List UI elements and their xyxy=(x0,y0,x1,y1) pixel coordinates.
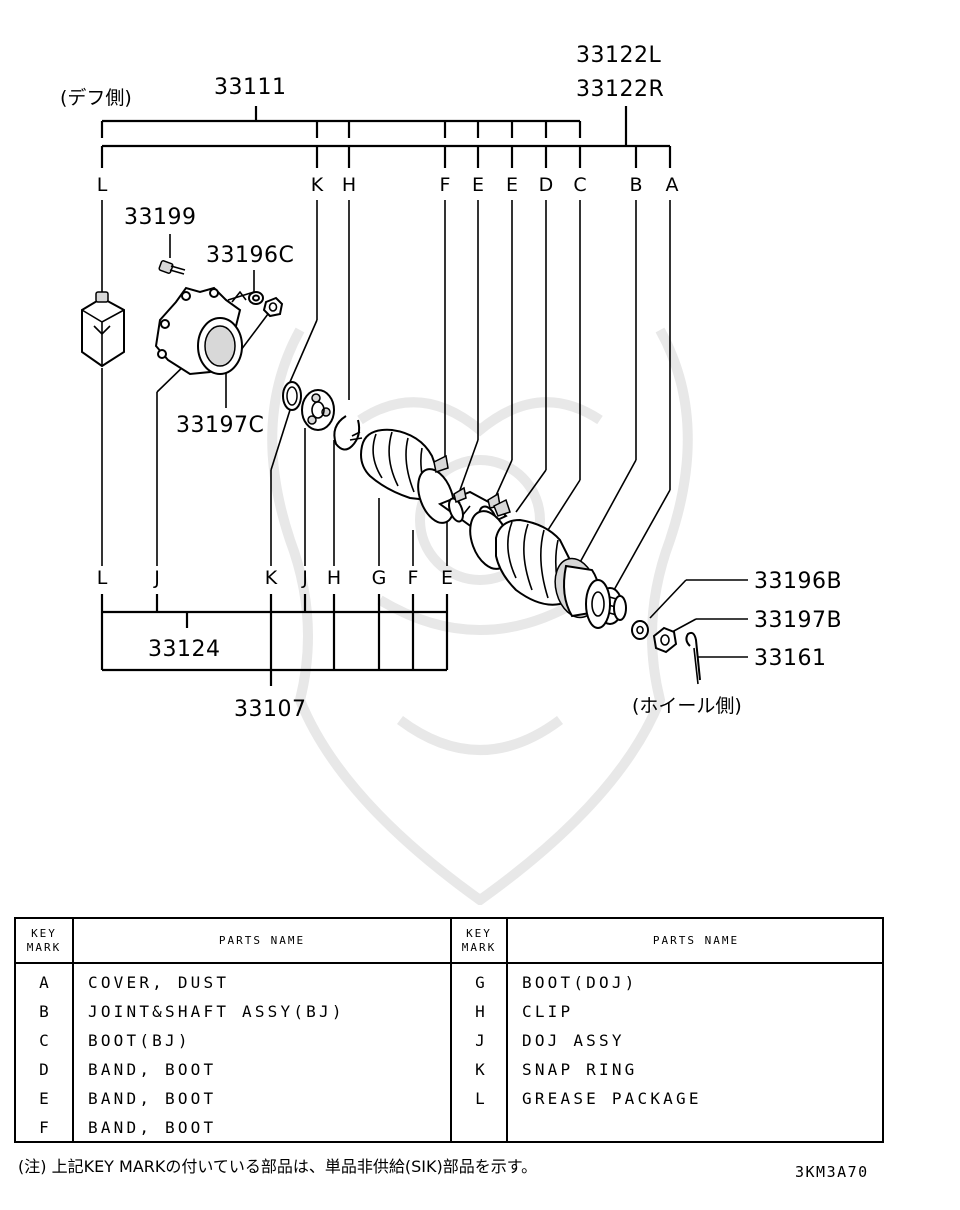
cotter-pin xyxy=(685,631,701,685)
table-row-key: B xyxy=(39,1002,49,1021)
bottom-key-j-1: J xyxy=(153,567,160,589)
doj-inner-race xyxy=(301,389,335,431)
top-key-c: C xyxy=(573,174,586,196)
assembly-33122r: 33122R xyxy=(576,77,664,102)
bottom-key-f: F xyxy=(408,567,419,589)
top-key-a: A xyxy=(666,174,679,196)
part-33199: 33199 xyxy=(124,205,197,230)
table-row-key: L xyxy=(475,1089,485,1108)
diagram-code: 3KM3A70 xyxy=(795,1163,869,1181)
table-row-key: C xyxy=(39,1031,49,1050)
bolt xyxy=(158,260,186,275)
bottom-key-g: G xyxy=(372,567,387,589)
table-row-key: F xyxy=(39,1118,49,1137)
boot-band-f xyxy=(417,454,455,524)
assembly-33124: 33124 xyxy=(148,637,221,662)
part-33161: 33161 xyxy=(754,646,827,671)
top-key-b: B xyxy=(629,174,642,196)
table-row-name: BAND, BOOT xyxy=(88,1089,217,1108)
top-key-h: H xyxy=(342,174,356,196)
header-parts-name-left: PARTS NAME xyxy=(218,933,306,947)
table-row-name: BOOT(DOJ) xyxy=(522,973,638,992)
boot-band-e-1 xyxy=(448,486,467,523)
doj-housing xyxy=(154,286,243,376)
dust-cover xyxy=(585,579,611,629)
bottom-key-e: E xyxy=(441,567,453,589)
footnote: (注) 上記KEY MARKの付いている部品は、単品非供給(SIK)部品を示す。 xyxy=(18,1157,538,1176)
table-divider xyxy=(72,919,74,1141)
bottom-key-k: K xyxy=(265,567,278,589)
bottom-key-h: H xyxy=(327,567,341,589)
bottom-key-j-2: J xyxy=(301,567,308,589)
diff-side-label: (デフ側) xyxy=(60,87,132,109)
washer-c xyxy=(231,290,264,305)
assembly-33122l: 33122L xyxy=(576,43,661,68)
table-divider xyxy=(450,919,452,1141)
table-row-name: BAND, BOOT xyxy=(88,1118,217,1137)
assembly-33107: 33107 xyxy=(234,697,307,722)
part-33197b: 33197B xyxy=(754,608,842,633)
top-key-k: K xyxy=(311,174,324,196)
table-row-name: DOJ ASSY xyxy=(522,1031,625,1050)
table-row-key: K xyxy=(475,1060,485,1079)
top-key-f: F xyxy=(440,174,451,196)
table-row-name: COVER, DUST xyxy=(88,973,230,992)
washer-b xyxy=(631,620,649,640)
table-row-name: GREASE PACKAGE xyxy=(522,1089,702,1108)
parts-diagram: (デフ側) (ホイール側) 33111 33122L 33122R 33124 … xyxy=(60,43,842,905)
top-key-letters: L K H F E E D C B A xyxy=(97,174,679,196)
bottom-key-l: L xyxy=(97,567,108,589)
snap-ring xyxy=(282,381,302,411)
table-row-key: A xyxy=(39,973,49,992)
part-33196c: 33196C xyxy=(206,243,294,268)
part-33197c: 33197C xyxy=(176,413,264,438)
top-bracket-lines xyxy=(100,106,672,168)
table-row-key: H xyxy=(475,1002,485,1021)
table-divider xyxy=(506,919,508,1141)
top-key-e-2: E xyxy=(506,174,518,196)
table-row-key: J xyxy=(475,1031,485,1050)
bottom-key-letters: L J K J H G F E xyxy=(97,567,453,589)
table-row-key: D xyxy=(39,1060,49,1079)
nut-c xyxy=(262,296,284,318)
table-row-name: CLIP xyxy=(522,1002,574,1021)
clip xyxy=(333,415,363,451)
header-parts-name-right: PARTS NAME xyxy=(652,933,740,947)
table-row-name: BOOT(BJ) xyxy=(88,1031,191,1050)
table-header xyxy=(16,919,882,964)
bottom-bracket-lines xyxy=(100,594,449,686)
grease-package xyxy=(81,291,125,368)
nut-b xyxy=(652,626,678,654)
top-key-l: L xyxy=(97,174,108,196)
assembly-33111: 33111 xyxy=(214,75,287,100)
top-key-d: D xyxy=(539,174,554,196)
table-row-key: E xyxy=(39,1089,49,1108)
table-row-key: G xyxy=(475,973,485,992)
table-row-name: SNAP RING xyxy=(522,1060,638,1079)
wheel-side-label: (ホイール側) xyxy=(632,695,742,717)
part-33196b: 33196B xyxy=(754,569,842,594)
table-row-name: JOINT&SHAFT ASSY(BJ) xyxy=(88,1002,345,1021)
table-row-name: BAND, BOOT xyxy=(88,1060,217,1079)
top-key-e-1: E xyxy=(472,174,484,196)
